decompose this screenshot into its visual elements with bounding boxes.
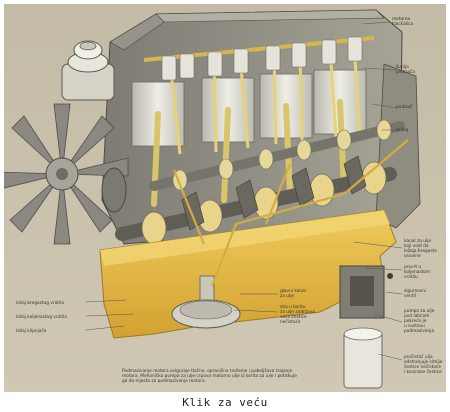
bottom-description-2: motora. Mehanička pumpa za ulje crpava m… <box>122 372 297 379</box>
label-oil-pump-5: podmazivanja <box>404 328 434 334</box>
oil-pump <box>339 265 393 319</box>
leader-lines <box>85 21 403 361</box>
label-oil-passage-2: koji vodi do <box>404 243 429 249</box>
label-crank-drilling-1: provrt u <box>404 264 421 270</box>
label-oil-pump-3: pokreće je <box>404 317 427 324</box>
label-oil-filter-2: odstranjuje sitnije <box>404 359 443 365</box>
label-oil-pump-2: pod laticom <box>404 313 429 319</box>
label-sump-strainer-4: nečistoće <box>280 318 301 325</box>
label-hollow-pushrod-1: šuplja <box>396 63 409 70</box>
crankshaft <box>115 155 397 245</box>
label-crank-drilling-2: koljenastom <box>404 269 430 275</box>
bottom-description-3: ga do mjesta za podmazivanje motora. <box>122 378 206 384</box>
label-rocker-arm-1: motorna <box>392 16 411 22</box>
pulley <box>101 167 127 213</box>
label-tappet: podizač <box>396 103 413 110</box>
label-main-gallery-2: za ulje <box>280 293 294 299</box>
label-camshaft-bearing: ležaj bregastog vratila <box>16 299 64 306</box>
label-cam-1: brijeg <box>396 127 409 133</box>
label-relief-valve-2: ventil <box>404 293 416 299</box>
label-oil-filter-1: pročistač ulja <box>404 353 433 360</box>
enlarge-link[interactable]: Klik za veću <box>182 396 268 409</box>
label-main-gallery-1: glavni kanal <box>280 288 306 294</box>
label-sump-strainer-1: sito u koritu <box>280 304 306 310</box>
oil-strainer <box>171 275 241 329</box>
label-camshaft-bearing-1: ležaj bregastog vratila <box>16 299 64 306</box>
label-oil-passage-4: osovine <box>404 253 421 259</box>
label-oil-filter-4: i kovinske čestice <box>404 368 442 375</box>
oil-galleries <box>172 139 409 287</box>
label-oil-filter-3: čestice nečistoće <box>404 363 441 370</box>
label-crank-drilling-3: vratilu <box>404 274 418 280</box>
label-sump-strainer-2: za ulje zadržava <box>280 308 315 315</box>
label-rocker-arm-2: klackalica <box>392 21 413 27</box>
label-oil-pump-1: pumpa za ulje <box>404 308 435 314</box>
camshaft <box>149 119 405 191</box>
bottom-description-1: Podmazivanje motora osiguraje tlačno, op… <box>122 367 293 374</box>
oil-filler-cap <box>61 40 115 101</box>
label-oil-passage-1: kanal za ulje <box>404 238 431 244</box>
label-conrod-bearing-1: ležaj klipnjače <box>16 327 47 334</box>
label-sump-strainer-3: veće čestice <box>280 313 307 320</box>
label-relief-valve-1: sigurnosni <box>404 288 426 294</box>
label-cam: brijeg <box>396 127 409 133</box>
label-oil-pump-4: u sustavu <box>404 323 425 329</box>
label-crankshaft-bearing: ležaj koljenastog vratila <box>16 313 67 320</box>
oil-sump <box>99 209 397 339</box>
label-conrod-bearing: ležaj klipnjače <box>16 327 47 334</box>
oil-filter <box>343 327 383 389</box>
rocker-assembly <box>143 36 375 81</box>
label-oil-passage-3: ležaja bregaste <box>404 247 437 254</box>
label-tappet-1: podizač <box>396 103 413 110</box>
bottom-description: Podmazivanje motora osiguraje tlačno, op… <box>122 367 297 384</box>
label-hollow-pushrod-2: podizača <box>396 68 416 75</box>
cooling-fan <box>4 103 129 245</box>
label-crankshaft-bearing-1: ležaj koljenastog vratila <box>16 313 67 320</box>
